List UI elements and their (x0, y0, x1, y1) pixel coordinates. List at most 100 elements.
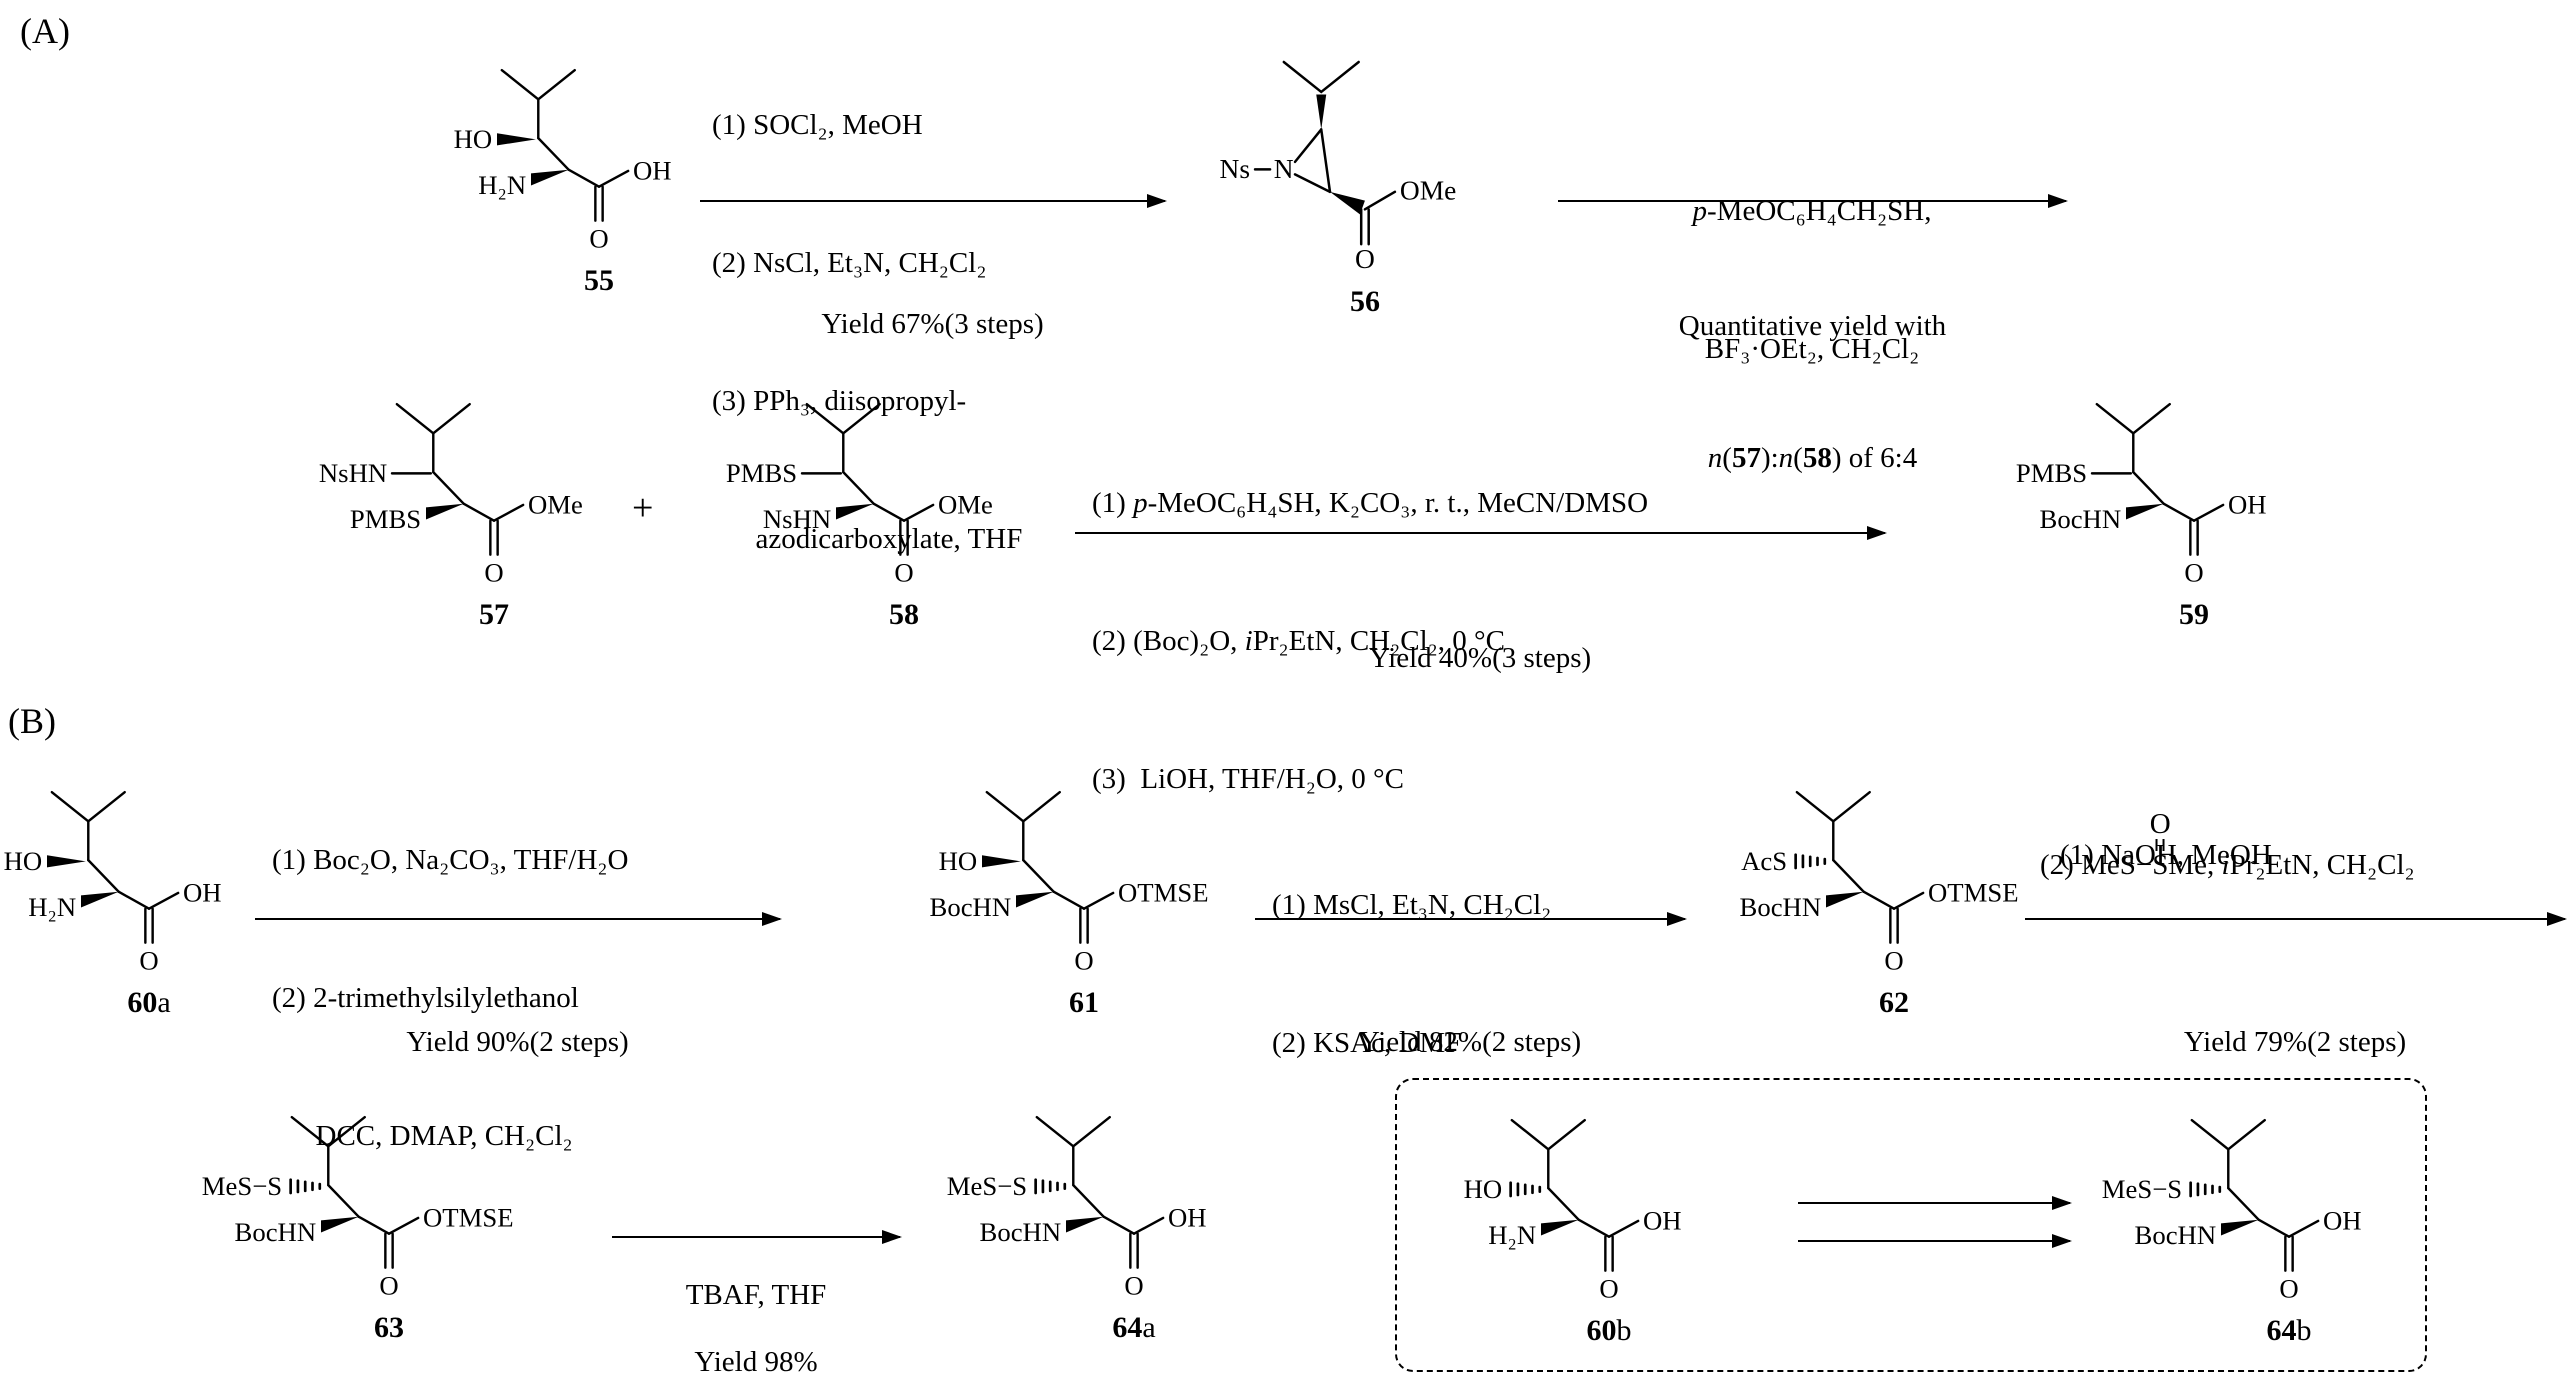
carbonyl-double-bond (144, 907, 154, 944)
alpha-substituent-label: H₂N (1488, 1220, 1536, 1250)
condition-line: azodicarboxylate, THF (712, 523, 1023, 555)
carbonyl-double-bond (2189, 519, 2199, 556)
beta-substituent-label: PMBS (2016, 458, 2087, 488)
beta-substituent-label: NsHN (319, 458, 387, 488)
conditions-a3: (1) p-MeOC₆H₄SH, K₂CO₃, r. t., MeCN/DMSO… (1092, 388, 1648, 894)
yield-b1: Yield 90%(2 steps) (255, 932, 780, 1152)
compound-number: 60a (127, 986, 171, 1019)
conditions-a1: (1) SOCl₂, MeOH (2) NsCl, Et₃N, CH₂Cl₂ (… (712, 10, 1022, 654)
bond (2287, 1219, 2320, 1238)
condition-line: (2) NsCl, Et₃N, CH₂Cl₂ (712, 247, 987, 279)
structure-55: HO H₂N OH O 55 (395, 58, 735, 298)
compound-number: 64a (1112, 1311, 1156, 1344)
isopropyl-bonds (1510, 1118, 1586, 1151)
structure-60b: HO H₂N OH O 60b (1405, 1108, 1745, 1348)
structure-63-drawing: MeS−S BocHN OTMSE O (202, 1115, 514, 1300)
isopropyl-bonds (1282, 60, 1360, 94)
bond (1892, 891, 1925, 910)
beta-substituent-label: MeS−S (202, 1171, 282, 1201)
carbonyl-oxygen-label: O (1884, 945, 1903, 975)
condition-line: (1) NaOH, MeOH (2060, 839, 2272, 871)
bond (2132, 470, 2165, 505)
compound-number: 58 (889, 598, 919, 631)
beta-substituent-label: HO (1464, 1174, 1503, 1204)
isopropyl-bonds (805, 402, 881, 435)
alpha-substituent-label: BocHN (235, 1217, 317, 1247)
carbonyl-oxygen-label: O (484, 557, 503, 587)
compound-number: 59 (2179, 598, 2209, 631)
isopropyl-bonds (985, 790, 1061, 823)
beta-substituent-label: HO (4, 846, 43, 876)
bond (1363, 190, 1397, 211)
alpha-substituent-label: H₂N (478, 170, 526, 200)
yield-line: Quantitative yield with (1678, 310, 1947, 342)
compound-number: 63 (374, 1311, 404, 1344)
oxygen-label: O (2149, 808, 2171, 840)
reaction-arrow-a2 (1558, 193, 2068, 208)
structure-59: PMBS BocHN OH O 59 (1990, 392, 2330, 632)
wedge-bond (81, 891, 119, 908)
conditions-b2: (1) MsCl, Et₃N, CH₂Cl₂ (2) KSAc, DMF (1272, 790, 1551, 1158)
bond (147, 891, 180, 910)
wedge-bond (1329, 191, 1365, 215)
isopropyl-bonds (2095, 402, 2171, 435)
carbonyl-double-bond (1359, 208, 1370, 246)
isopropyl-bonds (2190, 1118, 2266, 1151)
hashed-bond (1509, 1181, 1542, 1198)
wedge-bond (1066, 1216, 1104, 1233)
bond (1102, 1215, 1136, 1235)
structure-60a-drawing: HO H₂N OH O (4, 790, 222, 975)
condition-line: (3) LiOH, THF/H₂O, 0 °C (1092, 763, 1404, 795)
structure-61-drawing: HO BocHN OTMSE O (930, 790, 1209, 975)
acid-group-label: OH (2228, 489, 2267, 519)
bond (2257, 1218, 2291, 1238)
bond (1072, 1183, 1105, 1218)
ester-group-label: OMe (528, 489, 583, 519)
structure-57-drawing: NsHN PMBS OMe O (319, 402, 583, 587)
compound-number: 60b (1586, 1314, 1632, 1347)
wedge-bond (426, 503, 464, 520)
yield-a2: Quantitative yield with n(57):n(58) of 6… (1535, 216, 2090, 568)
reaction-arrow-a3 (1075, 525, 1887, 540)
conditions-b1: (1) Boc₂O, Na₂CO₃, THF/H₂O (2) 2-trimeth… (272, 745, 628, 1251)
bond (537, 136, 570, 171)
condition-line: (1) MsCl, Et₃N, CH₂Cl₂ (1272, 889, 1552, 921)
condition-line: DCC, DMAP, CH₂Cl₂ (272, 1120, 573, 1152)
condition-line: TBAF, THF (685, 1279, 827, 1311)
yield-a3: Yield 40%(3 steps) (1075, 548, 1885, 768)
beta-substituent-label: AcS (1741, 846, 1787, 876)
isopropyl-bonds (1035, 1115, 1111, 1148)
wedge-bond (1541, 1219, 1579, 1236)
wedge-bond (982, 855, 1021, 868)
s-o-double-bond (2155, 839, 2165, 851)
bond (1832, 858, 1865, 893)
carbonyl-oxygen-label: O (379, 1270, 398, 1300)
bond (2192, 503, 2225, 522)
isopropyl-bonds (1795, 790, 1871, 823)
condition-line: p-MeOC₆H₄CH₂SH, (1692, 195, 1932, 227)
isopropyl-bonds (50, 790, 126, 823)
ester-group-label: OTMSE (1928, 877, 2019, 907)
carbonyl-double-bond (2284, 1235, 2294, 1272)
structure-62-drawing: AcS BocHN OTMSE O (1740, 790, 2019, 975)
reaction-arrow-b2 (1255, 911, 1687, 926)
bond (87, 858, 120, 893)
yield-line: Yield 90%(2 steps) (406, 1026, 629, 1058)
dashed-summary-box (1395, 1078, 2427, 1372)
acid-group-label: OH (2323, 1205, 2362, 1235)
acid-group-label: OH (633, 155, 672, 185)
conditions-b3-line1: (1) NaOH, MeOH (2060, 740, 2272, 970)
carbonyl-oxygen-label: O (1355, 244, 1375, 274)
bond (1132, 1216, 1165, 1235)
structure-60a: HO H₂N OH O 60a (0, 780, 285, 1020)
yield-a1: Yield 67%(3 steps) (700, 214, 1165, 434)
structure-56-drawing: Ns N OMe O (1220, 60, 1456, 274)
wedge-bond (497, 133, 536, 146)
wedge-bond (531, 169, 569, 186)
condition-line: (3) PPh₃, diisopropyl- (712, 385, 967, 417)
bond (2162, 502, 2196, 522)
bond (1052, 890, 1086, 910)
